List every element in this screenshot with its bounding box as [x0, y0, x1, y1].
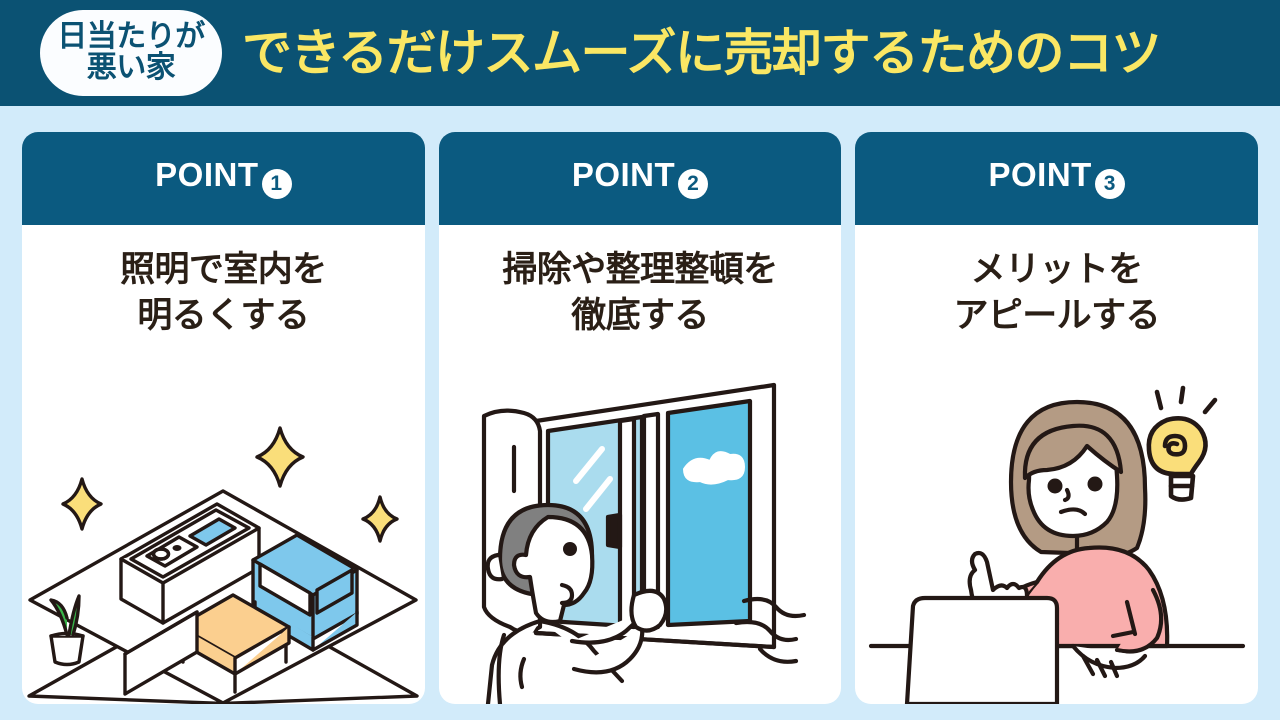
- point-card-1-illustration: [22, 339, 425, 704]
- header-badge-line1: 日当たりが: [57, 20, 205, 54]
- point-card-3-title: メリットを アピールする: [855, 247, 1258, 339]
- point-card-3-illustration: [855, 339, 1258, 704]
- isometric-living-room-icon: [27, 426, 420, 704]
- point-card-1-point-text: POINT: [155, 156, 259, 194]
- point-card-3-number-badge: 3: [1094, 168, 1125, 199]
- point-card-3-title-line2: アピールする: [953, 296, 1160, 336]
- point-card-2-title: 掃除や整理整頓を 徹底する: [439, 247, 842, 339]
- point-card-2-illustration: [439, 339, 842, 704]
- point-card-3-title-line1: メリットを: [970, 250, 1144, 289]
- point-card-1-title: 照明で室内を 明るくする: [22, 247, 425, 339]
- person-opening-window-icon: [481, 382, 807, 704]
- point-card-3-point-text: POINT: [988, 156, 1092, 194]
- page-header: 日当たりが 悪い家 できるだけスムーズに売却するためのコツ: [0, 0, 1280, 106]
- sparkle-icon: [61, 426, 400, 543]
- point-card-2-title-line2: 徹底する: [571, 296, 709, 336]
- point-card-1-number-badge: 1: [261, 168, 292, 199]
- woman-with-laptop-icon: [868, 385, 1245, 704]
- header-badge-line2: 悪い家: [86, 51, 176, 84]
- page-title: できるだけスムーズに売却するためのコツ: [242, 25, 1162, 81]
- point-card-2-title-line1: 掃除や整理整頓を: [502, 250, 778, 289]
- point-card-1-title-line1: 照明で室内を: [120, 250, 327, 289]
- point-card-2-point-text: POINT: [571, 156, 676, 194]
- point-card-1-title-line2: 明るくする: [137, 296, 310, 336]
- point-card-2-number-badge: 2: [678, 168, 709, 199]
- lightbulb-icon: [1146, 385, 1217, 502]
- header-badge: 日当たりが 悪い家: [40, 10, 222, 96]
